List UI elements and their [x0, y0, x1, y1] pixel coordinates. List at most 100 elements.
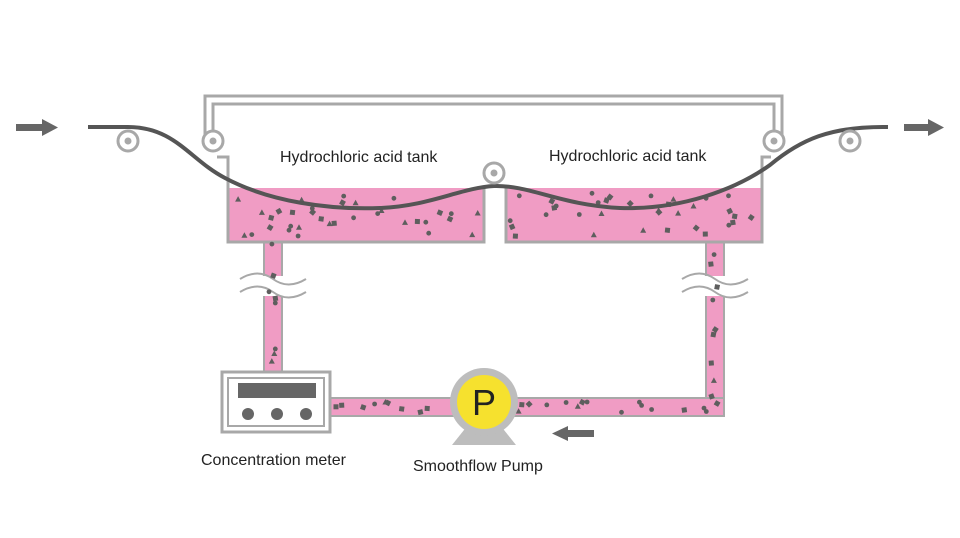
particle — [708, 261, 714, 267]
particle — [288, 223, 294, 229]
particle — [708, 360, 714, 366]
particle — [372, 401, 377, 407]
particle — [436, 209, 444, 216]
particle — [589, 190, 595, 196]
particle — [351, 215, 356, 221]
particle — [286, 227, 292, 233]
particle — [378, 207, 385, 213]
particle — [446, 215, 454, 223]
particle — [448, 211, 454, 217]
particle — [417, 409, 424, 416]
outlet-arrow — [904, 119, 944, 136]
particle — [714, 284, 721, 290]
particle — [640, 227, 647, 233]
particle — [360, 404, 367, 411]
particle — [318, 216, 325, 222]
inlet-arrow — [16, 119, 58, 136]
particle — [398, 406, 405, 412]
particle — [648, 193, 654, 199]
particle — [543, 212, 549, 218]
particle — [675, 210, 682, 216]
particle — [474, 210, 481, 216]
particle — [515, 408, 522, 414]
particle — [309, 206, 315, 211]
particle — [508, 223, 516, 231]
pump-label: Smoothflow Pump — [413, 458, 543, 475]
tank-left — [217, 155, 486, 244]
particle — [670, 196, 677, 202]
particle — [426, 230, 432, 236]
particle — [295, 233, 301, 239]
particle — [414, 218, 420, 225]
meter-button-1 — [242, 408, 254, 420]
particle — [551, 204, 558, 211]
particle — [626, 199, 634, 208]
particle — [258, 209, 265, 215]
particle — [708, 393, 715, 400]
tank-right-label: Hydrochloric acid tank — [549, 148, 707, 165]
circulation-pipes — [263, 235, 725, 417]
particle — [268, 214, 275, 221]
particle — [272, 300, 278, 306]
particle — [584, 399, 590, 405]
return-flow-arrow — [552, 426, 594, 441]
particle — [326, 220, 333, 227]
particle — [339, 402, 345, 408]
roller-icon — [209, 137, 217, 145]
particle — [241, 232, 248, 238]
roller-2 — [201, 129, 225, 153]
particle — [578, 398, 586, 406]
particle — [391, 195, 397, 201]
particle — [519, 401, 525, 408]
particle — [469, 231, 476, 238]
pipe-break-marks — [239, 272, 749, 299]
particle — [563, 400, 569, 405]
tank-left-label: Hydrochloric acid tank — [280, 149, 438, 166]
particle — [289, 209, 296, 216]
particle — [333, 404, 339, 410]
arrow-icon — [42, 119, 58, 136]
particle — [681, 407, 688, 413]
particle — [598, 210, 605, 216]
particle — [692, 224, 700, 232]
meter-button-2 — [271, 408, 283, 420]
particle — [710, 297, 716, 303]
particle — [525, 400, 533, 408]
pipe-bottom-left — [329, 397, 455, 417]
particle — [649, 407, 654, 412]
particle — [576, 212, 582, 217]
particle — [272, 295, 279, 302]
particle — [664, 227, 671, 233]
tank-right — [504, 155, 771, 244]
particle — [726, 193, 731, 199]
smoothflow-pump: P — [450, 368, 518, 445]
particle — [619, 409, 624, 415]
particle — [713, 400, 721, 407]
particle — [703, 409, 709, 414]
particles — [235, 190, 755, 416]
particle — [296, 224, 302, 230]
particle — [747, 214, 755, 221]
arrow-icon — [552, 426, 568, 441]
particle — [339, 199, 346, 207]
pipe-bottom-right — [511, 397, 725, 417]
particle — [544, 402, 550, 408]
particle — [384, 399, 392, 407]
pump-symbol: P — [472, 382, 496, 423]
arrow-icon — [928, 119, 944, 136]
particle — [352, 199, 359, 206]
particle — [512, 233, 519, 239]
particle — [266, 289, 272, 295]
roller-icon — [124, 137, 132, 145]
particle — [603, 197, 610, 204]
meter-display — [238, 383, 316, 398]
particle — [424, 405, 430, 412]
particle — [266, 224, 274, 232]
particle — [423, 219, 429, 225]
roller-4 — [762, 129, 786, 153]
particle — [710, 331, 717, 338]
particle — [655, 207, 662, 213]
particle — [516, 193, 522, 199]
concentration-meter — [220, 370, 332, 434]
